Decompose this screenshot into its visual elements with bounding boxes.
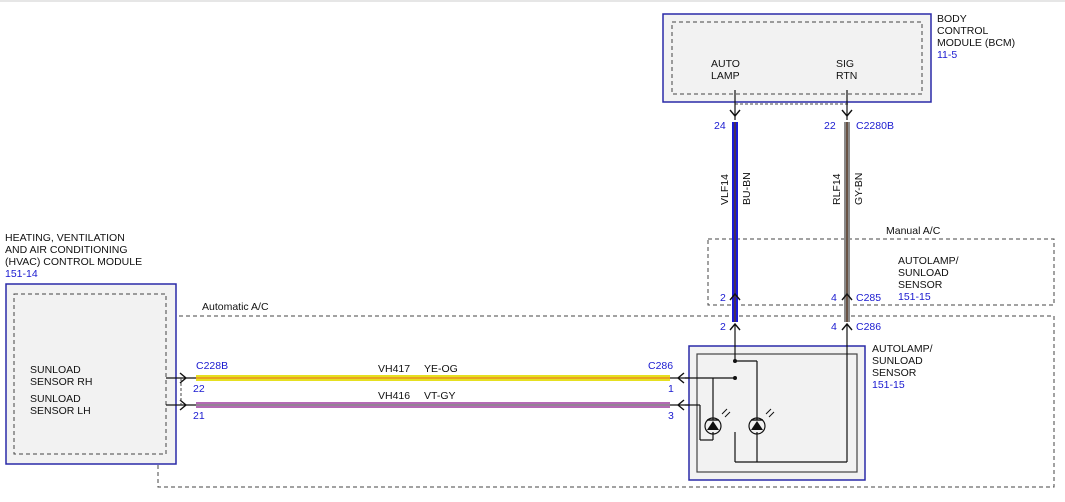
manual-ac-region [707,238,1055,306]
wire-vlf14-color: BU-BN [741,172,753,205]
hvac-title-line1: HEATING, VENTILATION [5,232,125,244]
connector-c285: C285 [856,292,881,304]
automatic-ac-label: Automatic A/C [202,301,269,313]
sensor-inner-box [696,353,858,473]
sensor-pin-3-arrow [676,399,685,411]
sensor-pin-3: 3 [668,410,674,422]
wire-vh417-circuit: VH417 [378,363,410,375]
wire-vh416 [166,399,689,411]
sensor-auto-ref: 151-15 [872,379,905,391]
bcm-title-line2: CONTROL [937,25,988,37]
c285-pin-4: 4 [831,292,837,304]
connector-c228b: C228B [196,360,228,372]
bcm-outer-box [662,13,932,103]
c286-pin-4: 4 [831,321,837,333]
bcm-module: AUTO LAMP SIG RTN [662,13,932,103]
photodiode-icon [748,408,775,435]
c285-pin-2-arrow [729,292,741,301]
c285-pin-4-arrow [841,292,853,301]
connector-c2280b: C2280B [856,120,894,132]
c285-pin-2: 2 [720,292,726,304]
wire-rlf14 [841,90,853,345]
bcm-title-line1: BODY [937,13,967,25]
bcm-pin-sig-rtn-label: SIG [836,58,854,70]
hvac-sunload-lh-label-2: SENSOR LH [30,405,91,417]
sensor-manual-title-line2: SUNLOAD [898,267,949,279]
manual-ac-label: Manual A/C [886,225,941,237]
bcm-pin-22: 22 [824,120,836,132]
hvac-outer-box [5,283,177,465]
automatic-ac-region [157,315,1055,488]
wire-vh417-color: YE-OG [424,363,458,375]
sensor-auto-title-line3: SENSOR [872,367,917,379]
splice-dot [733,359,737,363]
wire-vh416-color: VT-GY [424,390,456,402]
bcm-pin-24-arrow [729,109,741,118]
hvac-title-line2: AND AIR CONDITIONING [5,244,128,256]
bcm-pin-auto-lamp-label: AUTO [711,58,740,70]
wire-vlf14 [729,90,741,345]
hvac-module: SUNLOAD SENSOR RH SUNLOAD SENSOR LH [5,283,177,465]
hvac-title-line3: (HVAC) CONTROL MODULE [5,256,142,268]
hvac-pin-22: 22 [193,383,205,395]
wire-rlf14-color: GY-BN [853,173,865,205]
photodiode-icon [704,408,731,435]
hvac-sunload-lh-label: SUNLOAD [30,393,81,405]
sensor-auto-title-line1: AUTOLAMP/ [872,343,933,355]
hvac-pin-22-arrow [179,372,188,384]
bcm-pin-22-arrow [841,109,853,118]
sensor-manual-title-line3: SENSOR [898,279,943,291]
hvac-pin-21: 21 [193,410,205,422]
hvac-pin-21-arrow [179,399,188,411]
c286-pin-2: 2 [720,321,726,333]
connector-c286-left: C286 [648,360,673,372]
hvac-sunload-rh-label: SUNLOAD [30,364,81,376]
sensor-pin-1-arrow [676,372,685,384]
hvac-inner-box [13,293,167,455]
wire-vh416-circuit: VH416 [378,390,410,402]
wire-rlf14-circuit: RLF14 [831,173,843,205]
wire-vh417 [166,372,689,384]
bcm-pin-auto-lamp-label-2: LAMP [711,70,740,82]
wire-vlf14-circuit: VLF14 [719,174,731,205]
connector-c286-top: C286 [856,321,881,333]
bcm-pin-sig-rtn-label-2: RTN [836,70,857,82]
sensor-pin-1: 1 [668,383,674,395]
sensor-manual-ref: 151-15 [898,291,931,303]
bcm-ref: 11-5 [937,49,957,61]
sunload-sensor-module [685,345,866,481]
bcm-title-line3: MODULE (BCM) [937,37,1015,49]
splice-dot [733,376,737,380]
hvac-sunload-rh-label-2: SENSOR RH [30,376,92,388]
sensor-auto-title-line2: SUNLOAD [872,355,923,367]
sensor-outer-box [688,345,866,481]
sensor-manual-title-line1: AUTOLAMP/ [898,255,959,267]
hvac-ref: 151-14 [5,268,38,280]
bcm-pin-24: 24 [714,120,726,132]
